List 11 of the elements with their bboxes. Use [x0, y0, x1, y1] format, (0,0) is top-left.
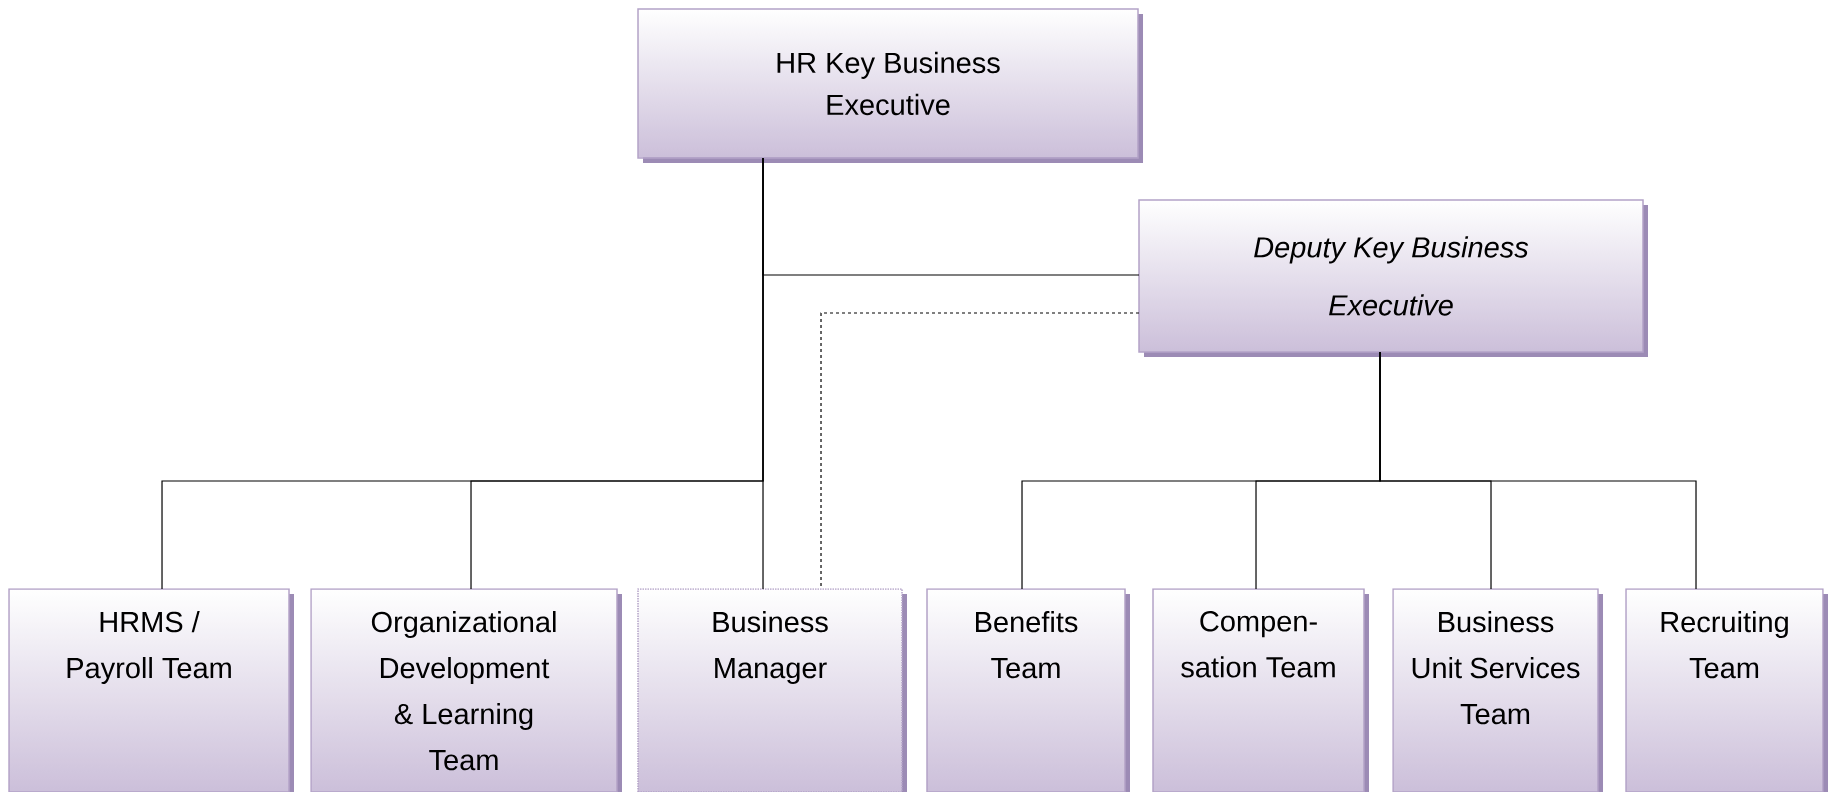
- org-box: Business Unit Services Team: [1392, 588, 1603, 792]
- org-box: HR Key Business Executive: [637, 8, 1143, 163]
- org-box: HRMS / Payroll Team: [8, 588, 294, 792]
- org-box: Business Manager: [637, 588, 907, 792]
- connector-line: [1379, 351, 1697, 590]
- org-box: Deputy Key Business Executive: [1138, 199, 1648, 357]
- org-box: Recruiting Team: [1625, 588, 1828, 792]
- connector-line: [762, 157, 764, 590]
- org-box: Compen-sation Team: [1152, 588, 1369, 792]
- org-box: Organizational Development & Learning Team: [310, 588, 622, 792]
- org-box: Benefits Team: [926, 588, 1130, 792]
